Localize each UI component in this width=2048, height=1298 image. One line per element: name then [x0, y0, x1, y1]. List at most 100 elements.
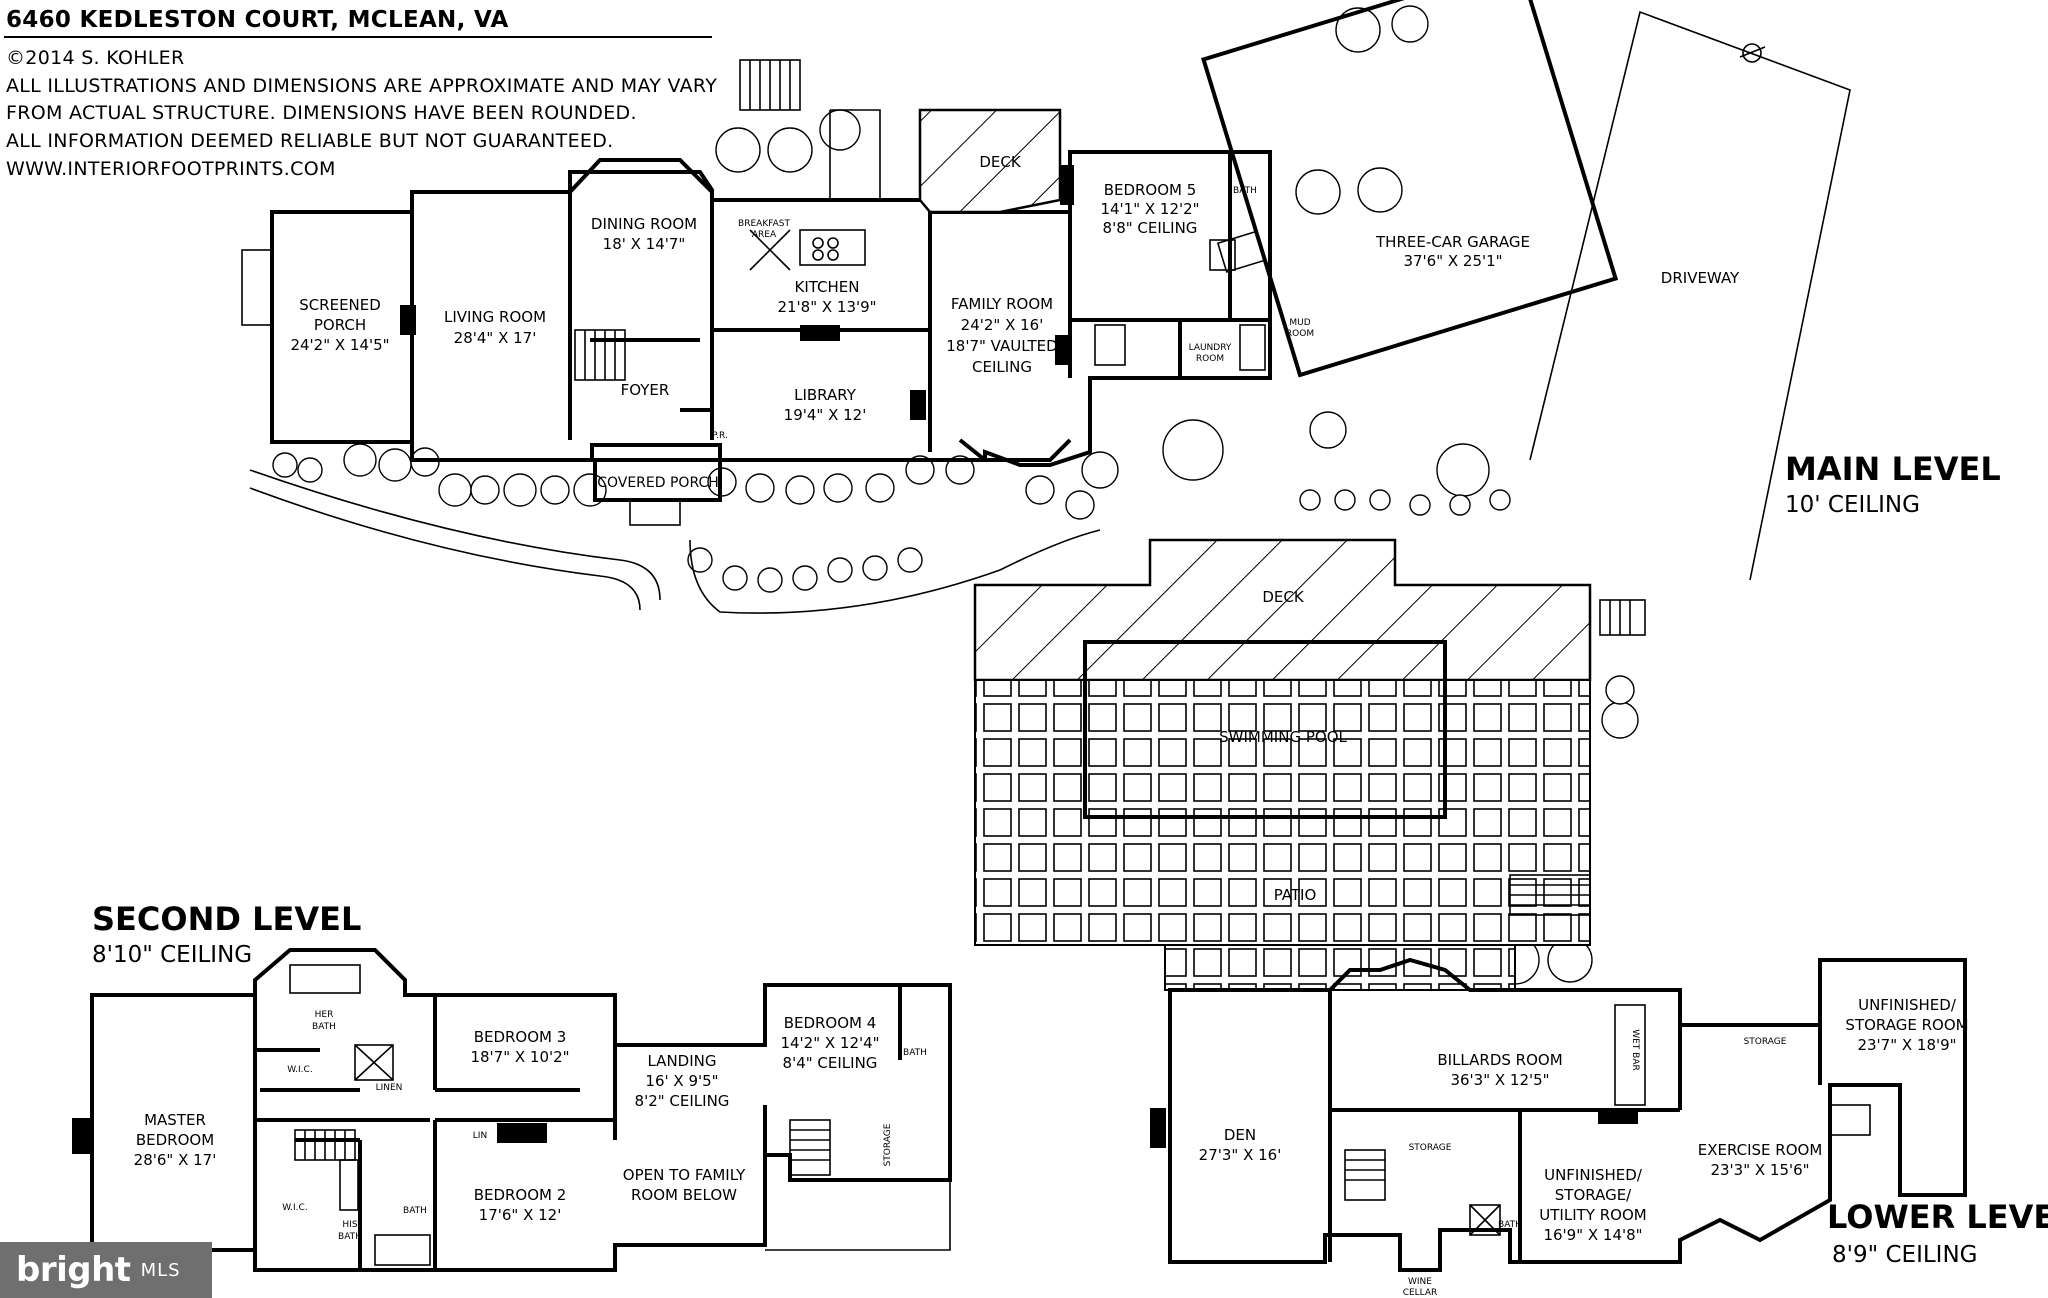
disclaimer-line-1: ALL ILLUSTRATIONS AND DIMENSIONS ARE APP…	[6, 75, 717, 97]
living-room-label: LIVING ROOM	[444, 308, 546, 326]
main-deck	[918, 108, 1062, 214]
lower-level-title: LOWER LEVEL	[1827, 1198, 2048, 1236]
upper-wic-label: W.I.C.	[287, 1065, 312, 1075]
covered-porch-label: COVERED PORCH	[597, 475, 719, 491]
disclaimer-line-2: FROM ACTUAL STRUCTURE. DIMENSIONS HAVE B…	[6, 102, 637, 124]
utility-room-label-1: UNFINISHED/	[1544, 1166, 1643, 1184]
unfinished-storage-room-dims: 23'7" X 18'9"	[1857, 1036, 1956, 1054]
bedroom-3-dims: 18'7" X 10'2"	[470, 1048, 569, 1066]
family-room-note-2: CEILING	[972, 358, 1032, 376]
open-to-family-label-2: ROOM BELOW	[631, 1186, 737, 1204]
dining-room-dims: 18' X 14'7"	[603, 235, 686, 253]
mud-room-label-1: MUD	[1289, 318, 1310, 328]
bedroom-5-ceiling: 8'8" CEILING	[1103, 219, 1198, 237]
his-bath-label-2: BATH	[338, 1232, 362, 1242]
bedroom-2-dims: 17'6" X 12'	[479, 1206, 562, 1224]
family-room-note-1: 18'7" VAULTED	[946, 337, 1057, 355]
bedroom-4-bath-label: BATH	[903, 1048, 927, 1058]
swimming-pool	[1083, 640, 1447, 819]
watermark-brand: bright	[16, 1250, 131, 1290]
garage-walls	[1201, 0, 1619, 378]
main-bath-label: BATH	[1233, 186, 1257, 196]
wine-cellar-label-1: WINE	[1408, 1277, 1432, 1287]
website-text: WWW.INTERIORFOOTPRINTS.COM	[6, 158, 336, 180]
screened-porch-label-1: SCREENED	[299, 296, 381, 314]
second-storage-label: STORAGE	[883, 1123, 893, 1166]
second-bath-label: BATH	[403, 1206, 427, 1216]
landing-ceiling: 8'2" CEILING	[635, 1092, 730, 1110]
kitchen-label: KITCHEN	[795, 278, 860, 296]
unfinished-storage-room-label-2: STORAGE ROOM	[1845, 1016, 1968, 1034]
main-level-plan	[241, 0, 1851, 581]
master-bedroom-label-2: BEDROOM	[136, 1131, 214, 1149]
bedroom-2-label: BEDROOM 2	[474, 1186, 567, 1204]
storage-corridor-label: STORAGE	[1744, 1037, 1787, 1047]
linen-label: LINEN	[376, 1083, 403, 1093]
den-dims: 27'3" X 16'	[1199, 1146, 1282, 1164]
second-level-labels: MASTER BEDROOM 28'6" X 17' HER BATH W.I.…	[134, 1010, 927, 1242]
address-title: 6460 KEDLESTON COURT, MCLEAN, VA	[6, 7, 509, 33]
library-dims: 19'4" X 12'	[784, 406, 867, 424]
lower-level-ceiling: 8'9" CEILING	[1832, 1242, 1977, 1268]
family-room-label: FAMILY ROOM	[951, 295, 1053, 313]
master-bedroom-dims: 28'6" X 17'	[134, 1151, 217, 1169]
bedroom-4-dims: 14'2" X 12'4"	[780, 1034, 879, 1052]
living-room-dims: 28'4" X 17'	[454, 329, 537, 347]
swimming-pool-label: SWIMMING POOL	[1219, 728, 1347, 746]
screened-porch-dims: 24'2" X 14'5"	[290, 336, 389, 354]
utility-room-dims: 16'9" X 14'8"	[1543, 1226, 1642, 1244]
her-bath-label-2: BATH	[312, 1022, 336, 1032]
utility-room-label-2: STORAGE/	[1555, 1186, 1632, 1204]
library-label: LIBRARY	[794, 386, 857, 404]
pool-deck-label: DECK	[1262, 588, 1305, 606]
utility-room-label-3: UTILITY ROOM	[1539, 1206, 1646, 1224]
wine-cellar-label-2: CELLAR	[1403, 1288, 1438, 1298]
his-bath-label-1: HIS	[342, 1220, 357, 1230]
watermark-suffix: MLS	[140, 1259, 181, 1281]
bedroom-3-label: BEDROOM 3	[474, 1028, 567, 1046]
lower-level-plan	[1150, 957, 1967, 1272]
mls-watermark: bright MLS	[0, 1242, 212, 1298]
wet-bar-label: WET BAR	[1630, 1029, 1640, 1071]
breakfast-area-label-2: AREA	[752, 230, 777, 240]
main-level-title: MAIN LEVEL	[1785, 450, 2001, 488]
family-room-dims: 24'2" X 16'	[961, 316, 1044, 334]
mud-room-label-2: ROOM	[1286, 329, 1314, 339]
garage-dims: 37'6" X 25'1"	[1403, 252, 1502, 270]
landing-dims: 16' X 9'5"	[645, 1072, 718, 1090]
level-titles: MAIN LEVEL 10' CEILING SECOND LEVEL 8'10…	[92, 450, 2048, 1268]
lower-level-outline	[1168, 957, 1967, 1272]
main-deck-label: DECK	[979, 153, 1022, 171]
powder-room-label: P.R.	[712, 431, 728, 441]
lower-bath-label: BATH	[1498, 1220, 1522, 1230]
kitchen-dims: 21'8" X 13'9"	[777, 298, 876, 316]
porch-stairs	[241, 249, 273, 326]
billiards-room-label: BILLARDS ROOM	[1437, 1051, 1562, 1069]
dining-room-label: DINING ROOM	[591, 215, 697, 233]
unfinished-storage-room-label-1: UNFINISHED/	[1858, 996, 1957, 1014]
second-level-plan	[72, 948, 952, 1272]
lower-wic-label: W.I.C.	[282, 1203, 307, 1213]
screened-porch-label-2: PORCH	[314, 316, 366, 334]
laundry-room-label-1: LAUNDRY	[1189, 343, 1232, 353]
main-level-ceiling: 10' CEILING	[1785, 492, 1920, 518]
den-label: DEN	[1224, 1126, 1256, 1144]
disclaimer-line-3: ALL INFORMATION DEEMED RELIABLE BUT NOT …	[6, 130, 613, 152]
second-level-title: SECOND LEVEL	[92, 900, 361, 938]
lin-label: LIN	[473, 1131, 487, 1141]
header-block: 6460 KEDLESTON COURT, MCLEAN, VA ©2014 S…	[4, 7, 717, 180]
landing-label: LANDING	[647, 1052, 716, 1070]
patio-tiles	[974, 679, 1591, 946]
lower-level-labels: DEN 27'3" X 16' BILLARDS ROOM 36'3" X 12…	[1199, 996, 1969, 1298]
patio-label: PATIO	[1274, 886, 1317, 904]
open-to-family-label-1: OPEN TO FAMILY	[623, 1166, 746, 1184]
garage-label: THREE-CAR GARAGE	[1375, 233, 1530, 251]
second-level-ceiling: 8'10" CEILING	[92, 942, 252, 968]
outdoor-labels: DECK SWIMMING POOL PATIO	[1219, 588, 1347, 904]
exercise-room-label: EXERCISE ROOM	[1698, 1141, 1823, 1159]
her-bath-label-1: HER	[315, 1010, 334, 1020]
second-level-outline	[90, 948, 952, 1272]
lower-storage-label: STORAGE	[1409, 1143, 1452, 1153]
driveway-outline	[1529, 10, 1851, 581]
